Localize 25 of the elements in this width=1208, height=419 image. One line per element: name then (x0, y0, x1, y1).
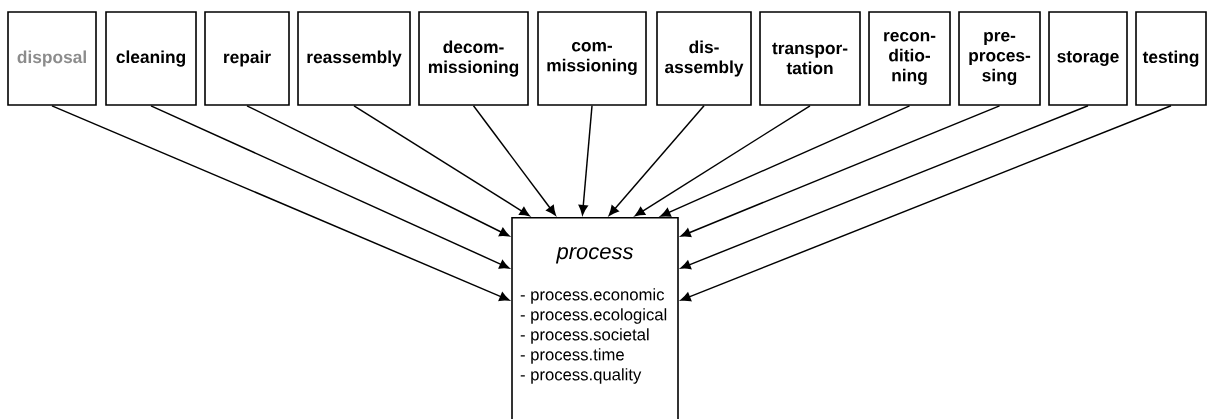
arrow (51, 105, 510, 301)
arrow (660, 105, 911, 217)
arrow (608, 105, 705, 216)
arrow (246, 105, 510, 237)
step-box: disposal (7, 11, 97, 106)
process-box: process - process.economic - process.ecological - process.societal - process.time - process.quality (511, 217, 679, 419)
arrow (680, 105, 1089, 270)
arrow (680, 105, 1172, 302)
step-box: transpor- tation (759, 11, 861, 106)
arrow (578, 105, 593, 216)
arrow (472, 105, 556, 216)
step-box: dis- assembly (656, 11, 752, 106)
arrow (353, 105, 530, 217)
step-box: storage (1048, 11, 1128, 106)
step-box: reassembly (297, 11, 411, 106)
step-box: repair (204, 11, 290, 106)
arrow (680, 105, 1001, 238)
step-box: testing (1135, 11, 1207, 106)
arrow (150, 105, 510, 269)
step-box: decom- missioning (418, 11, 529, 106)
step-box: recon- ditio- ning (868, 11, 951, 106)
step-box: cleaning (105, 11, 197, 106)
step-box: com- missioning (537, 11, 647, 106)
step-box: pre- proces- sing (958, 11, 1041, 106)
arrow (634, 105, 811, 217)
